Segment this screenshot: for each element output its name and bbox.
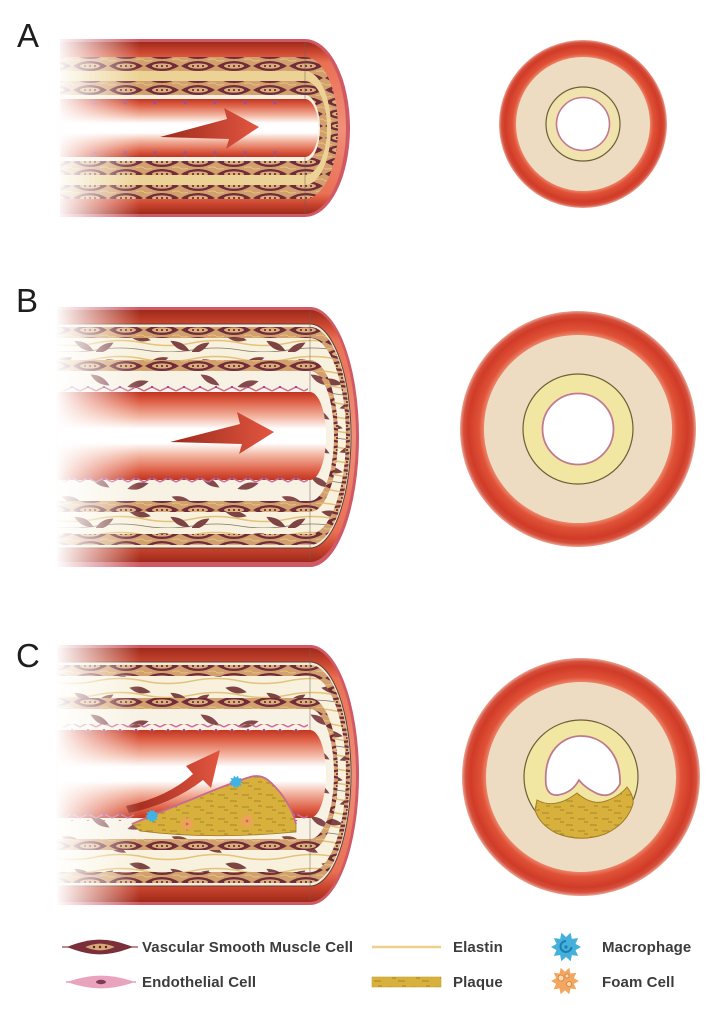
healthy-artery-longitudinal [60,39,350,217]
endothelium-c [62,724,308,731]
endothelium-dots [68,99,300,105]
atherosclerotic-artery-longitudinal [56,645,359,905]
deflected-flow-arrow [126,750,220,813]
narrowed-lumen-cross-c [544,735,621,797]
macrophage-legend-icon [551,932,581,962]
artery-lumen-b [57,392,326,480]
healthy-artery-cross-section [499,40,667,208]
endothelium-b [62,386,308,393]
vsmc-legend-icon [62,939,138,955]
panel-label-a: A [17,17,40,54]
legend-label-macrophage: Macrophage [602,939,692,956]
lumen-cross-a [555,96,611,152]
legend-label-foam-cell: Foam Cell [602,974,675,991]
lumen-cross-b [541,392,615,466]
blood-flow-arrow [160,108,259,149]
legend-label-elastin: Elastin [453,939,503,956]
panel-label-c: C [16,637,40,674]
thickened-artery-longitudinal [56,307,359,567]
endothelial-legend-icon [66,975,136,989]
plaque-legend-icon [371,976,442,988]
blood-flow-arrow-b [170,412,274,454]
legend-label-endothelial: Endothelial Cell [142,974,257,991]
artery-lumen [60,99,319,157]
plaque-cross-section [534,786,634,839]
legend-icons [62,932,581,995]
atherosclerotic-artery-cross-section [462,658,700,896]
foam-cell-legend-icon [551,967,579,995]
panel-label-b: B [16,282,39,319]
thickened-artery-cross-section [460,311,696,547]
legend-label-plaque: Plaque [453,974,503,991]
legend-label-vsmc: Vascular Smooth Muscle Cell [142,939,354,956]
plaque-endothelium-cap [131,775,297,825]
